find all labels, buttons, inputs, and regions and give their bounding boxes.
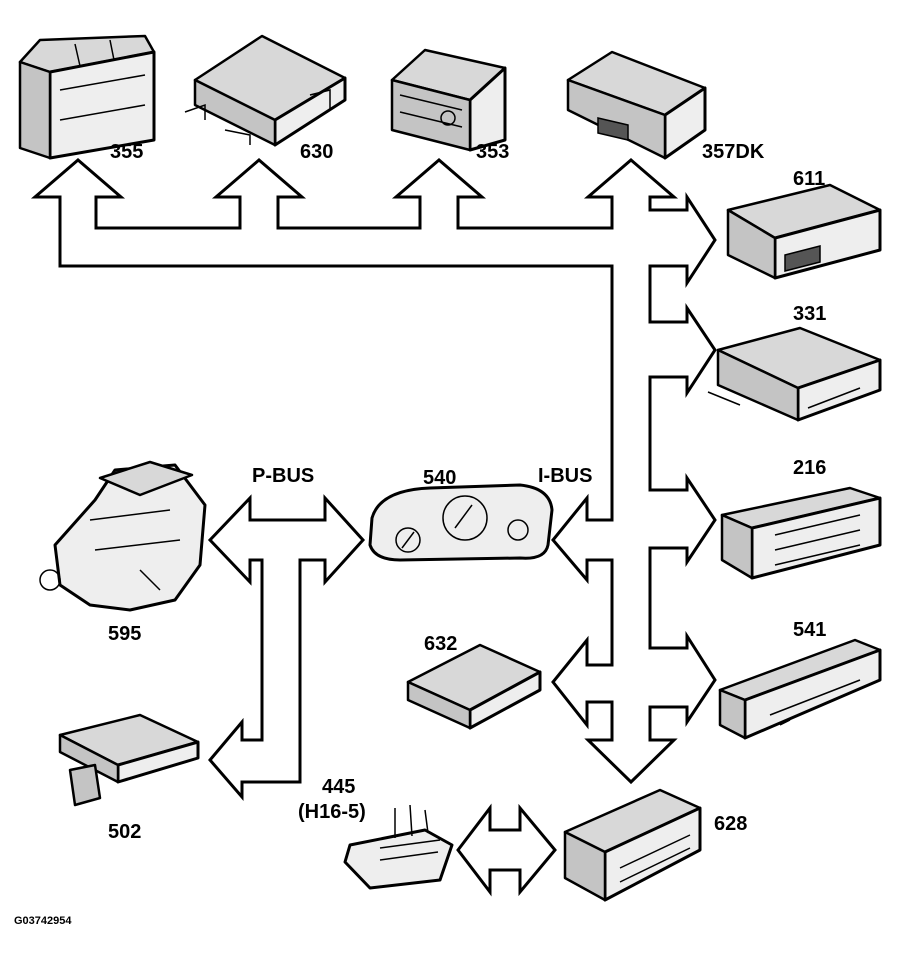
module-502 [58,713,200,807]
label-ibus: I-BUS [538,465,592,487]
reference-number: G03742954 [14,915,72,927]
arrow-diagnostic [456,803,557,897]
label-628: 628 [714,813,747,835]
label-353: 353 [476,141,509,163]
module-355 [18,34,156,160]
label-540: 540 [423,467,456,489]
label-611: 611 [793,168,825,190]
label-216: 216 [793,457,826,479]
module-595 [39,460,207,612]
module-630 [184,34,347,147]
label-357dk: 357DK [702,141,765,163]
module-632 [406,643,542,730]
ibus-arrows [30,158,717,785]
module-331 [707,326,882,422]
label-632: 632 [424,633,457,655]
label-331: 331 [793,303,826,325]
module-541 [718,638,882,740]
module-540 [368,483,554,562]
label-595: 595 [108,623,141,645]
arrow-to-355 [30,158,717,785]
label-445-connector: (H16-5) [298,801,366,823]
module-353 [390,48,507,152]
label-355: 355 [110,141,143,163]
module-216 [720,486,882,580]
label-pbus: P-BUS [252,465,314,487]
module-357dk [566,50,707,160]
module-611 [726,183,882,280]
arrow-pbus [207,494,366,802]
module-445 [343,804,454,890]
pbus-arrows [207,494,366,802]
label-541: 541 [793,619,826,641]
label-630: 630 [300,141,333,163]
module-628 [563,788,702,902]
label-445: 445 [322,776,355,798]
label-502: 502 [108,821,141,843]
